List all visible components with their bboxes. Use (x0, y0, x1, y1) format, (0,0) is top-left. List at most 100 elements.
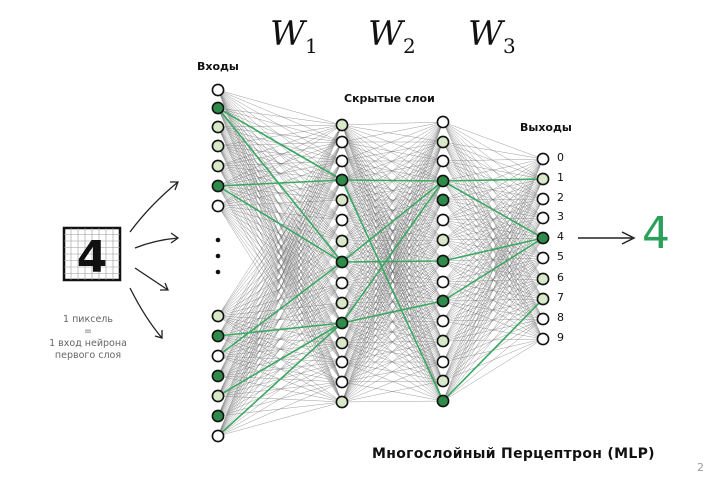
connection-edge (217, 205, 343, 383)
hidden-neuron (335, 213, 349, 227)
connection-edge (442, 217, 544, 262)
hidden-neuron (436, 314, 450, 328)
hidden-neuron (335, 336, 349, 350)
connection-edge (442, 158, 544, 162)
active-edge (217, 185, 343, 263)
connection-edge (217, 89, 343, 304)
connection-edge (217, 205, 343, 344)
connection-edge (217, 141, 343, 417)
page-number: 2 (697, 461, 704, 474)
connection-edge (217, 126, 343, 143)
active-edge (341, 180, 444, 263)
hidden-neuron (436, 233, 450, 247)
connection-edge (341, 160, 444, 403)
hidden-neuron (436, 334, 450, 348)
hidden-neuron (436, 355, 450, 369)
connection-edge (442, 298, 544, 342)
connection-edge (341, 141, 444, 283)
connection-edge (341, 160, 444, 263)
hidden-neuron (436, 193, 450, 207)
connection-edge (341, 160, 444, 181)
hidden-neuron (436, 213, 450, 227)
connection-edge (217, 160, 343, 317)
connection-edge (217, 107, 343, 242)
input-neuron (211, 159, 225, 173)
connection-edge (217, 160, 343, 167)
connection-edge (341, 160, 444, 221)
connection-edge (442, 257, 544, 363)
connection-edge (442, 318, 544, 363)
connection-edge (217, 361, 343, 377)
connection-edge (341, 124, 444, 182)
active-edge (217, 107, 343, 263)
output-neuron (536, 272, 550, 286)
hidden-neuron (436, 294, 450, 308)
active-edge (442, 237, 544, 302)
hidden-neuron (436, 154, 450, 168)
output-index-label: 6 (557, 271, 564, 284)
connection-edge (341, 160, 444, 242)
hidden-neuron (335, 255, 349, 269)
input-neuron (211, 429, 225, 443)
connection-edge (217, 124, 343, 187)
input-neuron (211, 409, 225, 423)
connection-edge (217, 179, 343, 337)
connection-edge (341, 121, 444, 242)
connection-edge (217, 89, 343, 284)
hidden-neuron (335, 234, 349, 248)
output-arrow (578, 231, 636, 245)
output-neuron (536, 152, 550, 166)
connection-edge (341, 380, 444, 403)
connection-edge (217, 126, 343, 344)
output-index-label: 8 (557, 311, 564, 324)
connection-edge (341, 121, 444, 126)
connection-edge (341, 340, 444, 403)
connection-edge (442, 298, 544, 363)
input-arrows (129, 181, 180, 339)
connection-edge (341, 121, 444, 221)
connection-edge (341, 219, 444, 302)
active-edge (341, 300, 444, 324)
connection-edge (442, 158, 544, 322)
input-neuron (211, 369, 225, 383)
connection-edge (341, 199, 444, 403)
connection-edge (217, 107, 343, 324)
input-neuron (211, 329, 225, 343)
connection-edge (341, 342, 444, 363)
output-index-label: 3 (557, 210, 564, 223)
output-index-label: 2 (557, 191, 564, 204)
connection-edge (442, 158, 544, 402)
connection-edge (341, 141, 444, 262)
connection-edge (442, 158, 544, 241)
connection-edge (442, 141, 544, 160)
connection-edge (217, 205, 343, 403)
connection-edge (217, 160, 343, 357)
active-edge (442, 178, 544, 182)
connection-edge (341, 320, 444, 403)
connection-edge (442, 178, 544, 402)
output-neuron (536, 312, 550, 326)
connection-edge (341, 121, 444, 201)
connection-edge (341, 121, 444, 263)
connection-edge (341, 199, 444, 263)
connection-edge (217, 282, 343, 357)
connection-edge (217, 342, 343, 437)
input-neuron (211, 309, 225, 323)
inputs-label: Входы (197, 60, 239, 73)
output-index-label: 4 (557, 230, 564, 243)
connection-edge (217, 205, 343, 324)
connection-edge (341, 180, 444, 221)
hidden-neuron (436, 374, 450, 388)
connection-edge (217, 124, 343, 147)
active-edge (442, 298, 544, 402)
connection-edge (217, 89, 343, 263)
connection-edge (217, 141, 343, 397)
connection-edge (217, 141, 343, 207)
active-edge (442, 237, 544, 262)
connection-edge (442, 158, 544, 221)
hidden-neuron (436, 394, 450, 408)
output-neuron (536, 292, 550, 306)
connection-edge (217, 141, 343, 337)
output-neuron (536, 211, 550, 225)
output-index-label: 9 (557, 331, 564, 344)
